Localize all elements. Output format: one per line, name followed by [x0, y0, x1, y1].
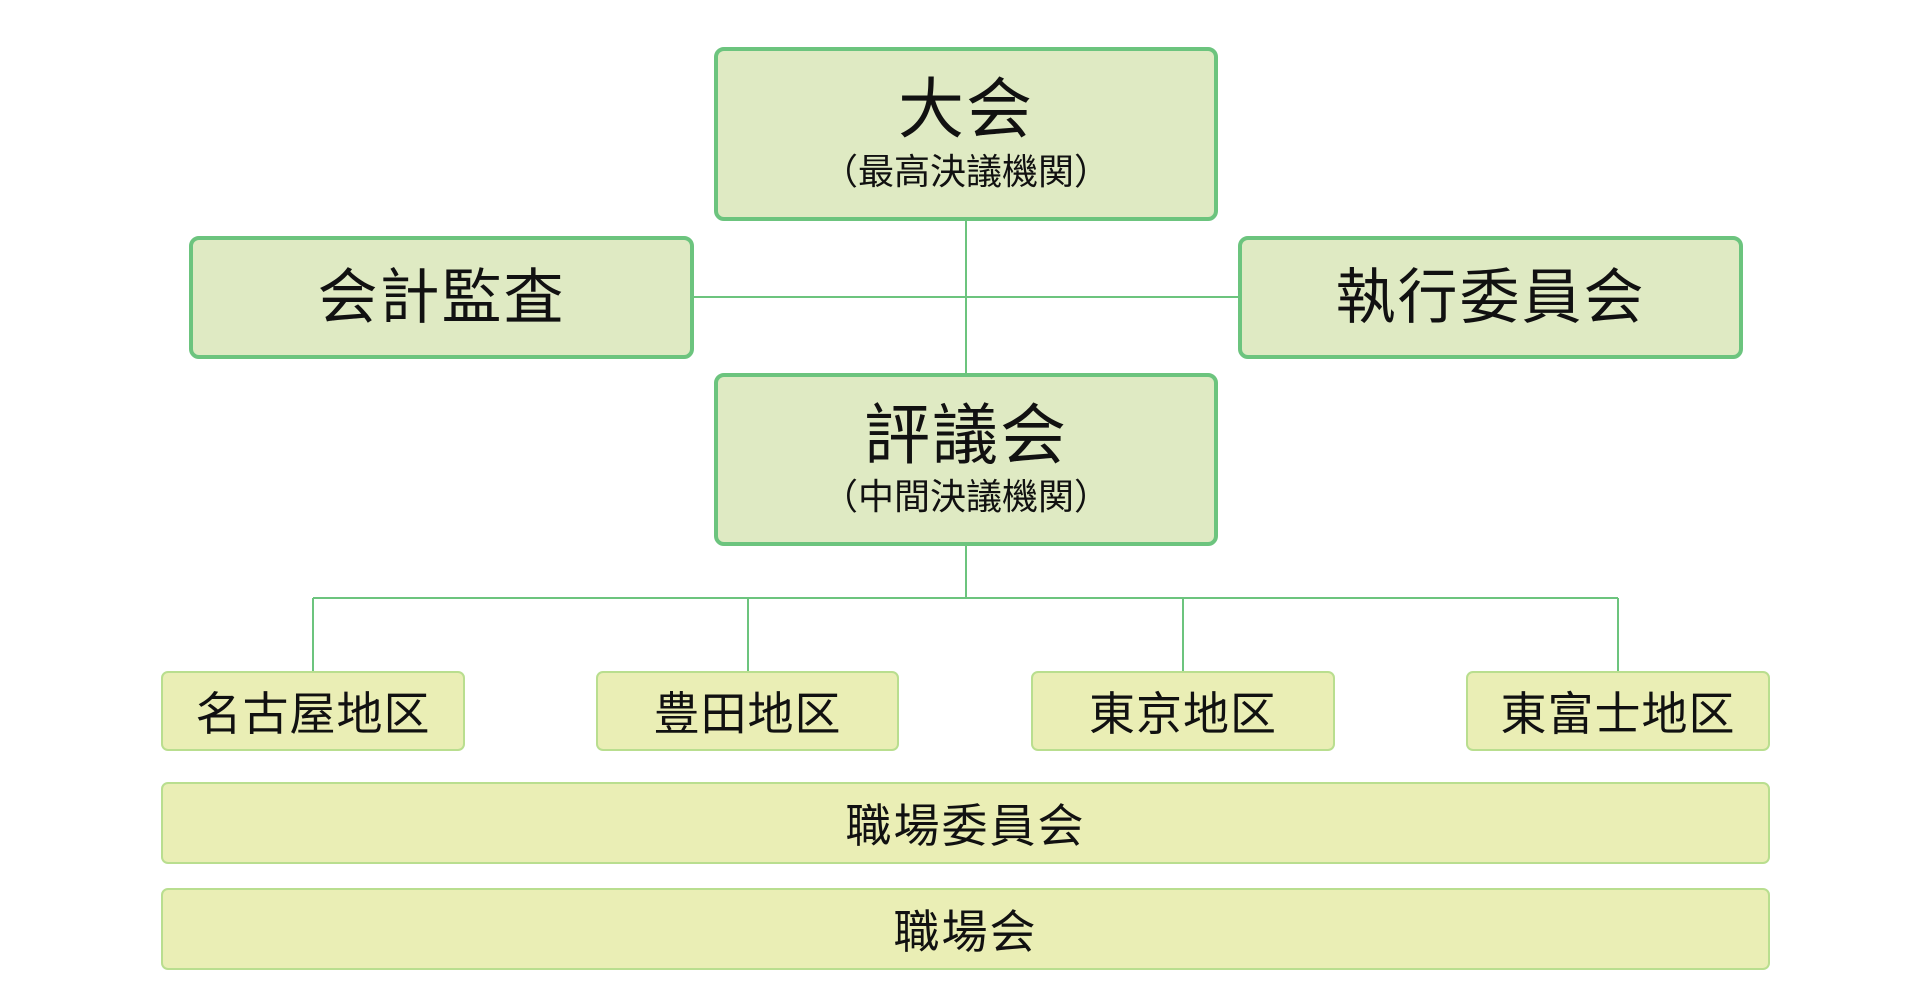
node-taikai: 大会 （最高決議機関） — [714, 47, 1218, 221]
node-kansa-title: 会計監査 — [317, 262, 566, 333]
region-label: 東京地区 — [1089, 687, 1277, 741]
node-taikai-subtitle: （最高決議機関） — [821, 151, 1110, 193]
region-label: 名古屋地区 — [195, 687, 431, 741]
region-toyota: 豊田地区 — [596, 671, 899, 751]
bar-shokubakai: 職場会 — [161, 888, 1770, 970]
bar-shokuba-iinkai: 職場委員会 — [161, 782, 1770, 864]
region-higashifuji: 東富士地区 — [1466, 671, 1770, 751]
bar-label: 職場会 — [893, 905, 1038, 959]
node-hyougi: 評議会 （中間決議機関） — [714, 373, 1218, 546]
region-nagoya: 名古屋地区 — [161, 671, 465, 751]
region-label: 東富士地区 — [1500, 687, 1736, 741]
node-shikkou-title: 執行委員会 — [1335, 262, 1646, 333]
node-hyougi-subtitle: （中間決議機関） — [821, 477, 1110, 519]
node-taikai-title: 大会 — [898, 71, 1034, 149]
region-tokyo: 東京地区 — [1031, 671, 1335, 751]
node-shikkou: 執行委員会 — [1238, 236, 1743, 359]
bar-label: 職場委員会 — [845, 799, 1086, 853]
region-label: 豊田地区 — [653, 687, 842, 741]
node-kansa: 会計監査 — [189, 236, 694, 359]
node-hyougi-title: 評議会 — [864, 396, 1068, 474]
